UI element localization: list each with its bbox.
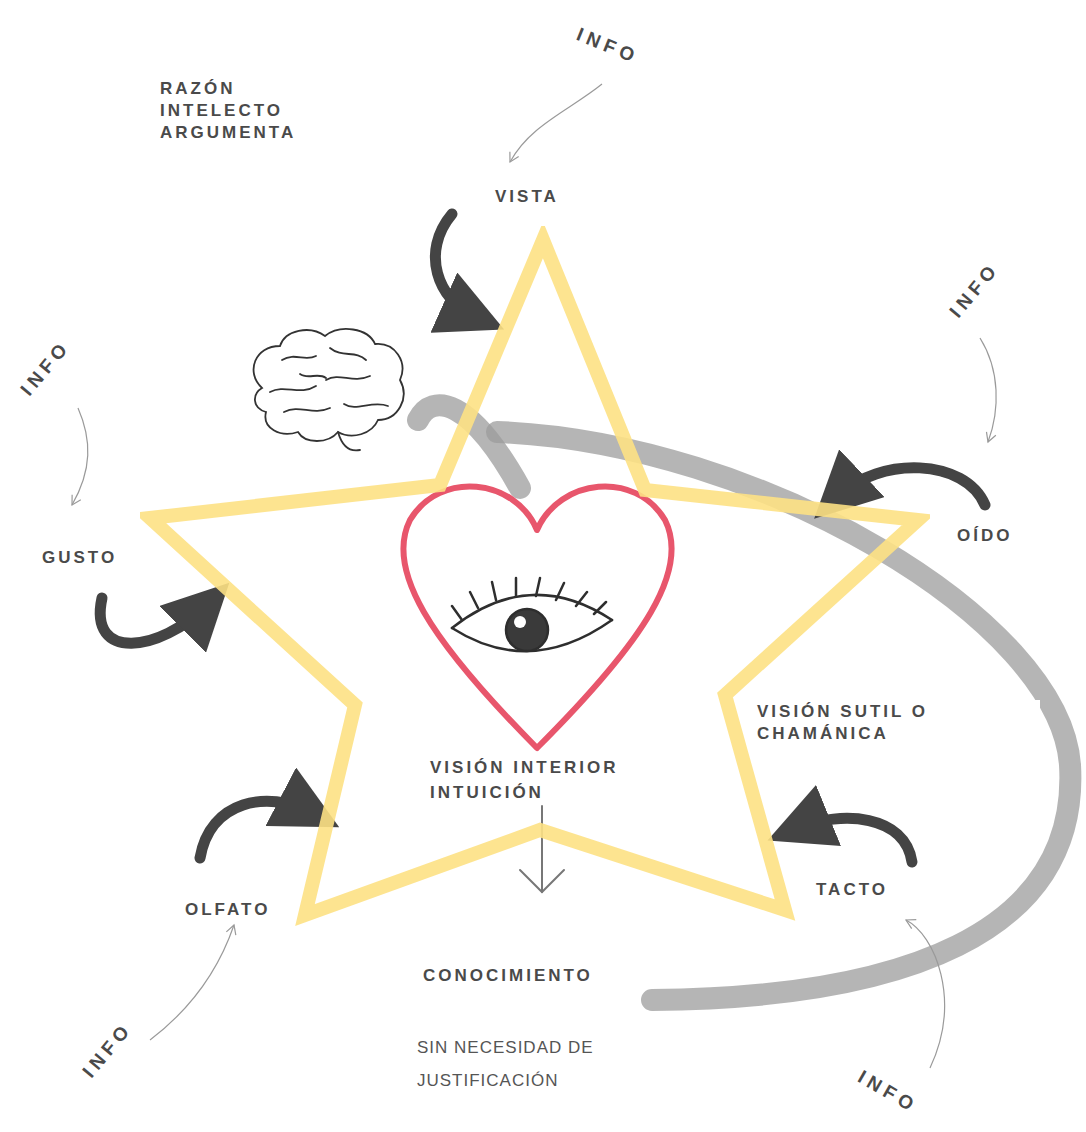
node-text: VISIÓN INTERIOR INTUICIÓN [430, 755, 720, 805]
info-label: INFO [14, 333, 78, 403]
text-label: GUSTO [39, 546, 120, 570]
info-label: INFO [851, 1064, 925, 1120]
star-shape: VISIÓN INTERIOR INTUICIÓN [140, 226, 930, 926]
text-label: OLFATO [182, 898, 273, 922]
star-outline [140, 226, 930, 926]
sense-arrow [100, 214, 985, 862]
text-label: VISIÓN SUTIL O CHAMÁNICA [754, 700, 1040, 746]
eye [452, 578, 612, 651]
text-label: RAZÓN INTELECTO ARGUMENTA [157, 77, 299, 145]
info-label: INFO [943, 255, 1007, 325]
text-label: VISTA [492, 185, 562, 209]
heart [403, 486, 671, 748]
brain-icon [254, 329, 404, 450]
info-label: INFO [76, 1015, 140, 1085]
info-label: INFO [570, 22, 645, 71]
text-label: OÍDO [954, 524, 1015, 548]
down-arrow [520, 806, 564, 892]
text-label: CONOCIMIENTO [420, 964, 596, 988]
text-label: TACTO [813, 878, 891, 902]
info-arrow [72, 84, 996, 1068]
text-label: SIN NECESIDAD DE JUSTIFICACIÓN [414, 1030, 620, 1098]
